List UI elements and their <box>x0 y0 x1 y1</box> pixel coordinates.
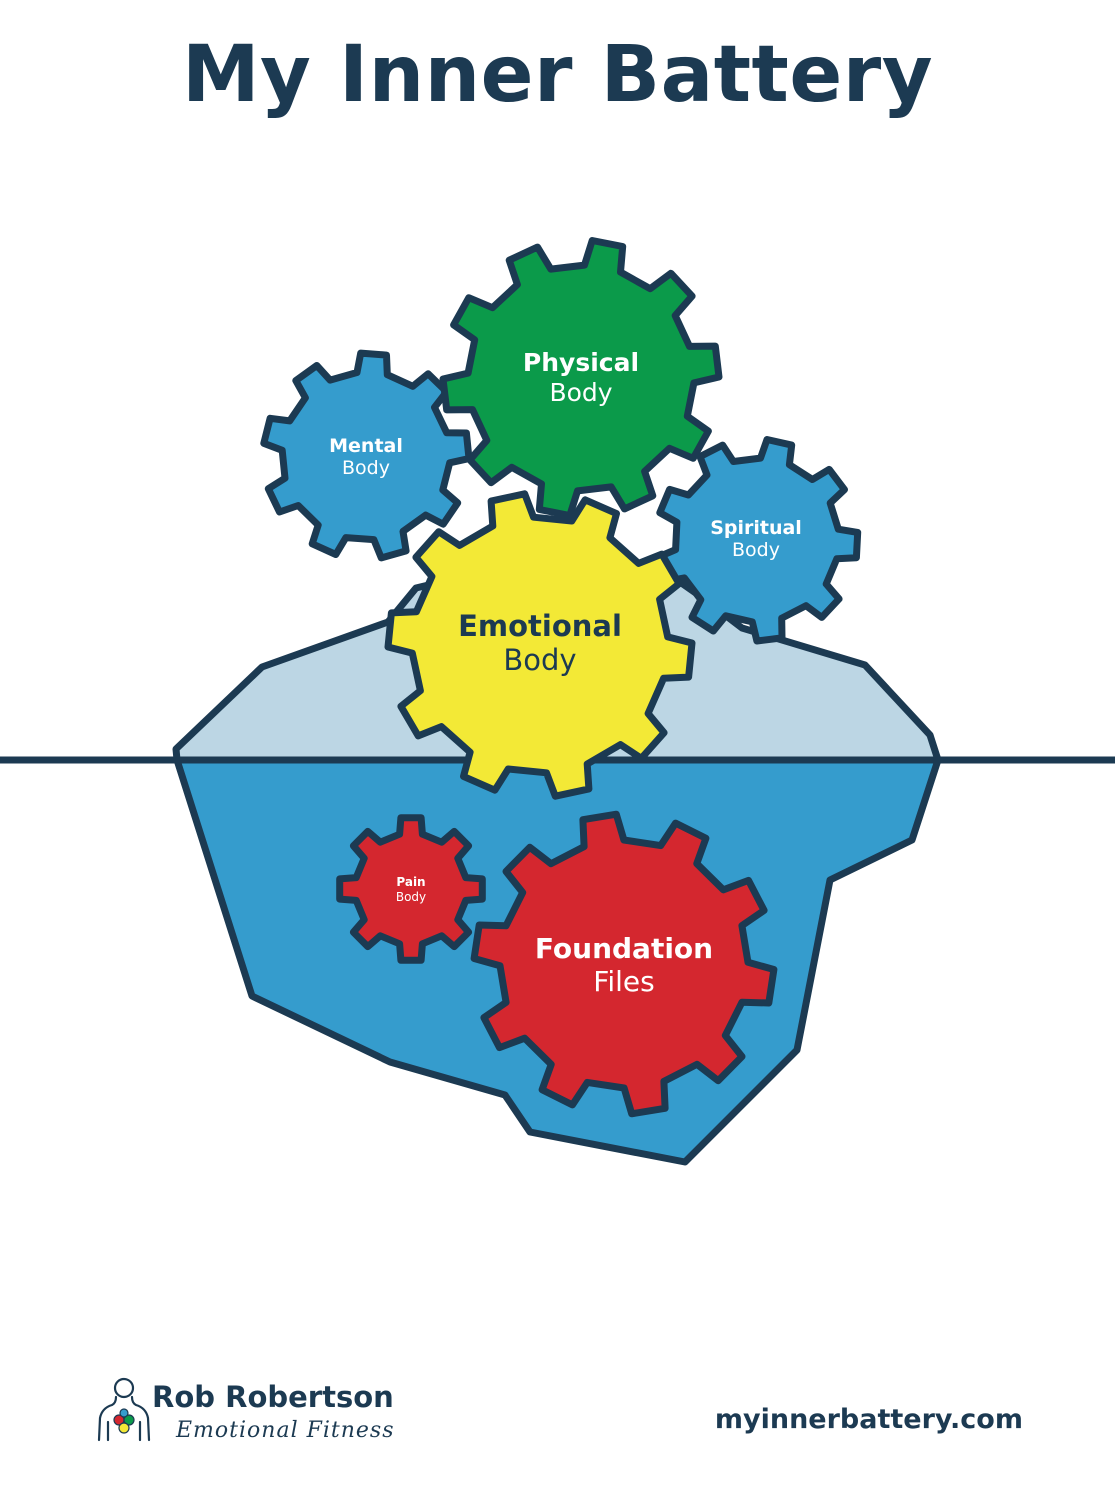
physical-gear-shape <box>439 237 723 519</box>
pain-gear-title: Pain <box>396 875 425 889</box>
mental-gear-shape <box>260 349 473 562</box>
spiritual-gear-subtitle: Body <box>732 539 780 561</box>
foundation-gear-shape <box>470 810 778 1118</box>
mental-gear-subtitle: Body <box>342 457 390 479</box>
pain-gear-subtitle: Body <box>396 890 426 904</box>
emotional-body-gear: Emotional Body <box>384 490 696 800</box>
physical-gear-title: Physical <box>523 348 639 377</box>
foundation-gear-subtitle: Files <box>593 965 654 998</box>
website-link[interactable]: myinnerbattery.com <box>714 1404 1023 1435</box>
mental-body-gear: Mental Body <box>260 349 473 562</box>
person-silhouette-icon <box>97 1377 151 1442</box>
emotional-gear-title: Emotional <box>458 609 622 643</box>
physical-body-gear: Physical Body <box>439 237 723 519</box>
pain-body-gear: Pain Body <box>336 814 486 964</box>
brand-name: Rob Robertson <box>152 1380 394 1414</box>
page-title: My Inner Battery <box>181 30 934 120</box>
brand-block: Rob Robertson Emotional Fitness <box>96 1374 426 1454</box>
foundation-files-gear: Foundation Files <box>470 810 778 1118</box>
pain-gear-shape <box>336 814 486 964</box>
emotional-gear-subtitle: Body <box>503 643 576 677</box>
mental-gear-title: Mental <box>329 435 403 457</box>
foundation-gear-title: Foundation <box>535 932 713 965</box>
emotional-gear-shape <box>384 490 696 800</box>
spiritual-gear-title: Spiritual <box>710 517 802 539</box>
brand-tagline: Emotional Fitness <box>176 1418 395 1443</box>
physical-gear-subtitle: Body <box>549 378 612 407</box>
